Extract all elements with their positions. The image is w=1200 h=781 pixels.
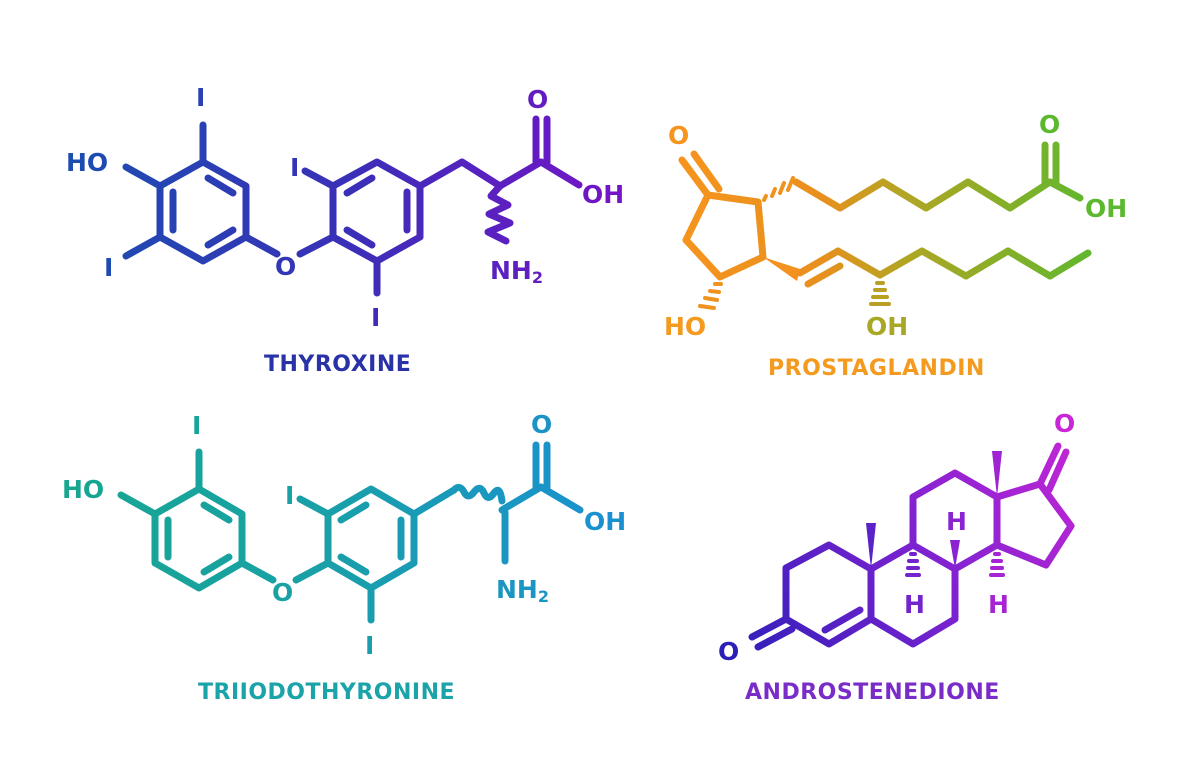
triiodothyronine-ether-o: O <box>272 578 293 607</box>
thyroxine-carbonyl-o: O <box>527 85 548 114</box>
androstenedione-label: ANDROSTENEDIONE <box>745 680 1000 705</box>
prostaglandin-chain-oh: OH <box>866 312 908 341</box>
androstenedione-h-right: H <box>988 590 1009 619</box>
prostaglandin-ring-ho: HO <box>664 312 706 341</box>
prostaglandin-carbonyl-o: O <box>1039 110 1060 139</box>
triiodothyronine-iodine-top: I <box>192 411 201 440</box>
triiodothyronine-amine: NH2 <box>496 575 549 606</box>
triiodothyronine-label: TRIIODOTHYRONINE <box>198 680 456 705</box>
triiodothyronine-carbonyl-o: O <box>531 410 552 439</box>
androstenedione-h-left: H <box>904 590 925 619</box>
thyroxine-label: THYROXINE <box>264 352 412 377</box>
triiodothyronine-iodine-mid: I <box>285 481 294 510</box>
prostaglandin-ketone-o: O <box>668 121 689 150</box>
thyroxine-iodine-top: I <box>196 83 205 112</box>
thyroxine-ether-o: O <box>275 252 296 281</box>
triiodothyronine-iodine-bottom: I <box>365 631 374 660</box>
triiodothyronine-acid-oh: OH <box>584 507 626 536</box>
androstenedione-ketone-o-a: O <box>718 637 739 666</box>
thyroxine-ho: HO <box>66 148 108 177</box>
thyroxine-amine: NH2 <box>490 256 543 287</box>
thyroxine-iodine-bottom: I <box>371 303 380 332</box>
thyroxine-iodine-left: I <box>104 253 113 282</box>
thyroxine-iodine-mid: I <box>290 153 299 182</box>
triiodothyronine-ho: HO <box>62 475 104 504</box>
androstenedione-h-top: H <box>946 507 967 536</box>
androstenedione-ketone-o-d: O <box>1054 409 1075 438</box>
prostaglandin-label: PROSTAGLANDIN <box>768 356 985 381</box>
prostaglandin-acid-oh: OH <box>1085 194 1127 223</box>
thyroxine-acid-oh: OH <box>582 180 624 209</box>
